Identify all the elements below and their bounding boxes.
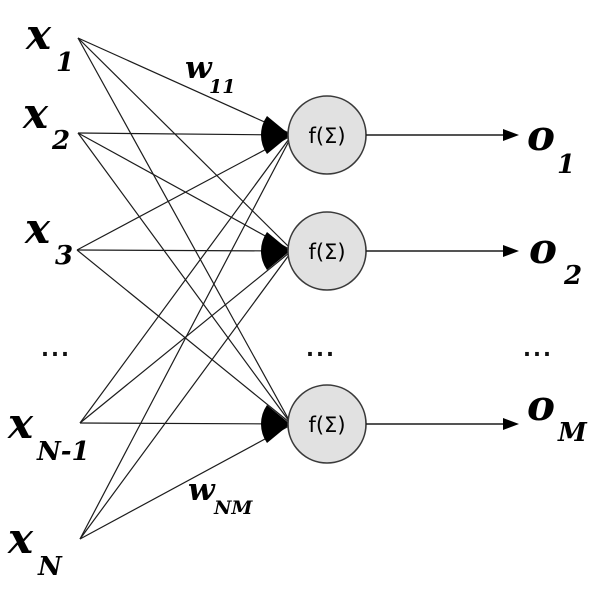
input-label-xn1-sub: N-1: [36, 437, 90, 467]
connection-line: [76, 249, 290, 252]
connection-lines: [76, 37, 290, 540]
neuron-activation-label: f(Σ): [308, 240, 345, 264]
input-label-xn: x N: [7, 514, 63, 582]
output-label-o1-sub: 1: [557, 150, 575, 180]
input-label-x2-base: x: [22, 89, 49, 138]
connection-line: [79, 254, 290, 540]
input-label-x3-base: x: [24, 204, 51, 253]
output-label-o2: o 2: [529, 224, 582, 291]
connection-line: [77, 132, 290, 422]
weight-label-wnm: w NM: [188, 472, 253, 519]
arrowhead-icon: [503, 245, 519, 257]
ellipsis-outputs: ...: [523, 337, 553, 361]
output-arrow: [366, 129, 519, 141]
connection-line: [79, 425, 290, 540]
weight-label-wnm-base: w: [188, 472, 216, 508]
output-arrow: [366, 418, 519, 430]
connection-line: [77, 37, 290, 134]
connection-line: [77, 132, 290, 250]
connection-line: [79, 252, 290, 424]
output-label-o1-base: o: [527, 111, 555, 160]
input-label-x1-sub: 1: [56, 48, 74, 78]
weight-label-w11-base: w: [185, 50, 213, 86]
connection-line: [76, 249, 290, 423]
ellipsis-inputs: ...: [41, 337, 71, 361]
fan-in-arrowhead: [260, 232, 290, 270]
output-label-om: o M: [527, 381, 588, 448]
input-label-x1-base: x: [25, 10, 52, 59]
neuron-activation-label: f(Σ): [308, 413, 345, 437]
arrowhead-icon: [503, 418, 519, 430]
connection-line: [79, 138, 290, 424]
output-label-om-base: o: [527, 381, 555, 430]
connection-line: [79, 422, 290, 425]
connection-line: [77, 37, 290, 248]
input-label-xn-base: x: [7, 514, 34, 563]
input-label-xn1-base: x: [7, 399, 34, 448]
output-label-o2-sub: 2: [563, 261, 582, 291]
fan-in-arrowhead: [260, 405, 290, 443]
input-label-x2: x 2: [22, 89, 70, 156]
neuron-activation-label: f(Σ): [308, 124, 345, 148]
connection-line: [77, 37, 290, 421]
connection-line: [77, 132, 290, 136]
weight-label-wnm-sub: NM: [213, 497, 253, 519]
ellipsis-neurons: ...: [306, 337, 336, 361]
connection-line: [79, 140, 290, 540]
input-label-x1: x 1: [25, 10, 74, 78]
input-label-xn1: x N-1: [7, 399, 90, 467]
weight-label-w11-sub: 11: [209, 76, 235, 98]
weight-label-w11: w 11: [185, 50, 235, 98]
output-label-om-sub: M: [557, 418, 588, 448]
connection-line: [76, 136, 290, 251]
arrowhead-icon: [503, 129, 519, 141]
fan-in-arrowhead: [260, 116, 290, 154]
output-arrow: [366, 245, 519, 257]
input-label-x3: x 3: [24, 204, 73, 271]
input-label-x3-sub: 3: [55, 241, 73, 271]
output-label-o1: o 1: [527, 111, 575, 180]
input-label-x2-sub: 2: [51, 126, 70, 156]
input-label-xn-sub: N: [37, 552, 63, 582]
output-label-o2-base: o: [529, 224, 557, 273]
